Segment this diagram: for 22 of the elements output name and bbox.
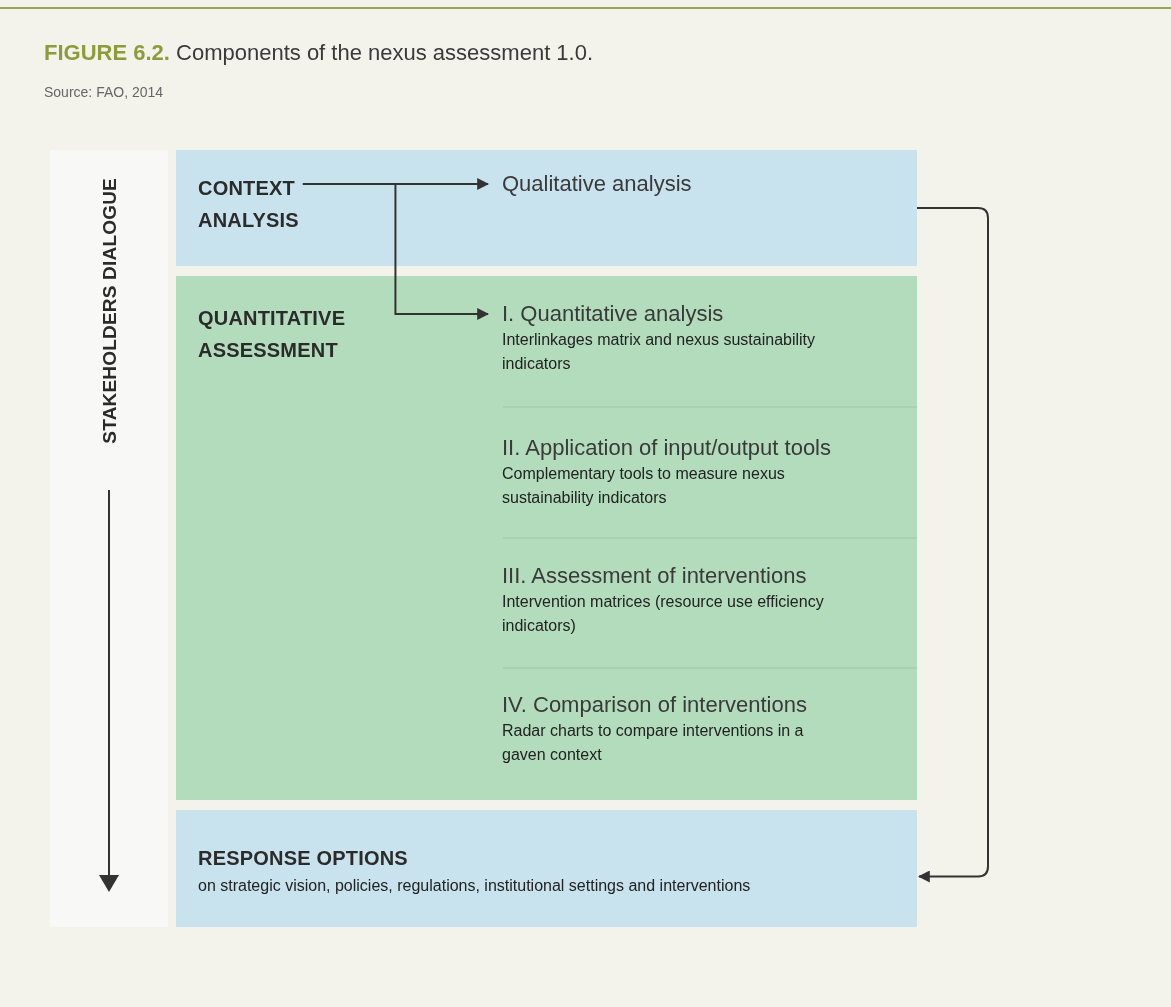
dialogue-strip [50,150,168,927]
item-description: Intervention matrices (resource use efficiency indicators) [502,592,825,636]
item-description: Radar charts to compare interventions in a gaven context [502,721,805,765]
section-heading: CONTEXT ANALYSIS [198,172,299,236]
source-note: Source: FAO, 2014 [44,84,164,100]
strip-heading: STAKEHOLDERS DIALOGUE [98,178,121,444]
item-heading: II. Application of input/output tools [502,434,832,462]
section-heading: QUANTITATIVE ASSESSMENT [198,306,347,363]
item-heading: IV. Comparison of interventions [502,691,808,719]
assessment-band [176,276,917,800]
figure-title: FIGURE 6.2. Components of the nexus assessment 1.0. [44,40,594,66]
item-description: Interlinkages matrix and nexus sustainability indicators [502,330,817,374]
context-band [176,150,917,266]
arrow [301,183,490,320]
section-heading: RESPONSE OPTIONS [198,846,409,871]
item-description: Complementary tools to measure nexus sustainability indicators [502,464,786,508]
item-heading: I. Quantitative analysis [502,300,725,328]
item-heading: Qualitative analysis [502,170,693,198]
response-band [176,810,917,927]
arrow [916,207,989,883]
item-heading: III. Assessment of interventions [502,562,808,590]
section-description: on strategic vision, policies, regulations, institutional settings and interventions [198,876,752,896]
